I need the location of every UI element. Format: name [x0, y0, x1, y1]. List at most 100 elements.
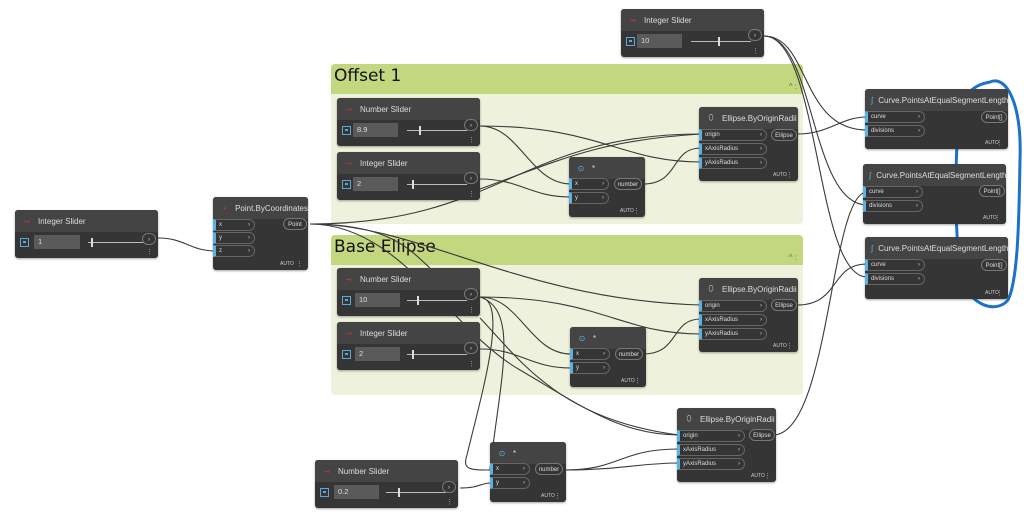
more-icon[interactable]: ⋮	[634, 378, 641, 385]
slider-thumb[interactable]	[419, 126, 421, 135]
more-icon[interactable]: ⋮	[752, 48, 759, 55]
node-header[interactable]: ⊙*	[490, 442, 566, 464]
input-port-divisions[interactable]: divisions›	[863, 200, 923, 212]
output-port-point[interactable]: Point	[283, 218, 307, 230]
output-port-ellipse[interactable]: Ellipse	[771, 299, 797, 311]
number-slider-node[interactable]: ⊸Number Slider 10 › ⋮	[337, 268, 480, 316]
slider-value-input[interactable]: 2	[353, 177, 398, 191]
expand-toggle-icon[interactable]	[342, 350, 351, 359]
group-header[interactable]: Base Ellipse ^ :	[331, 235, 803, 265]
multiply-node[interactable]: ⊙* x› y› number AUTO ⋮	[570, 327, 646, 387]
collapse-icon[interactable]: ^ :	[788, 82, 797, 91]
lacing-label[interactable]: AUTO	[620, 208, 634, 214]
node-header[interactable]: ∫Curve.PointsAtEqualSegmentLength	[865, 89, 1009, 111]
more-icon[interactable]: ⋮	[996, 290, 1003, 297]
input-port-origin[interactable]: origin›	[699, 129, 767, 141]
output-port-points[interactable]: Point[]	[979, 185, 1005, 197]
ellipse-by-origin-radii-node[interactable]: ⬯Ellipse.ByOriginRadii origin› xAxisRadi…	[677, 408, 776, 482]
slider-thumb[interactable]	[398, 488, 400, 497]
input-port-x[interactable]: x›	[570, 348, 610, 360]
input-port-yaxisradius[interactable]: yAxisRadius›	[699, 328, 767, 340]
expand-toggle-icon[interactable]	[342, 296, 351, 305]
expand-toggle-icon[interactable]	[20, 238, 29, 247]
node-header[interactable]: ⊸Integer Slider	[621, 9, 764, 31]
node-header[interactable]: ⊸Number Slider	[337, 268, 480, 290]
curve-points-at-equal-segment-length-node[interactable]: ∫Curve.PointsAtEqualSegmentLength curve›…	[865, 237, 1009, 299]
expand-toggle-icon[interactable]	[342, 180, 351, 189]
point-by-coordinates-node[interactable]: •Point.ByCoordinates x› y› z› Point AUTO…	[213, 197, 308, 270]
slider-track[interactable]	[386, 492, 446, 493]
node-header[interactable]: •Point.ByCoordinates	[213, 197, 308, 219]
more-icon[interactable]: ⋮	[786, 343, 793, 350]
more-icon[interactable]: ⋮	[996, 140, 1003, 147]
collapse-icon[interactable]: ^ :	[788, 253, 797, 262]
number-slider-node[interactable]: ⊸Number Slider 8.9 › ⋮	[337, 98, 480, 146]
node-header[interactable]: ⬯Ellipse.ByOriginRadii	[677, 408, 776, 430]
output-port-ellipse[interactable]: Ellipse	[749, 429, 775, 441]
input-port-y[interactable]: y›	[490, 477, 530, 489]
input-port-xaxisradius[interactable]: xAxisRadius›	[699, 314, 767, 326]
node-header[interactable]: ⊸Integer Slider	[15, 210, 158, 232]
input-port-xaxisradius[interactable]: xAxisRadius›	[677, 444, 745, 456]
lacing-label[interactable]: AUTO	[621, 378, 635, 384]
slider-thumb[interactable]	[412, 180, 414, 189]
integer-slider-node[interactable]: ⊸Integer Slider 2 › ⋮	[337, 152, 480, 200]
slider-track[interactable]	[691, 41, 751, 42]
slider-value-input[interactable]: 2	[355, 347, 400, 361]
slider-track[interactable]	[407, 184, 467, 185]
more-icon[interactable]: ⋮	[468, 361, 475, 368]
more-icon[interactable]: ⋮	[468, 191, 475, 198]
more-icon[interactable]: ⋮	[446, 499, 453, 506]
input-port-x[interactable]: x›	[213, 219, 255, 231]
slider-thumb[interactable]	[412, 350, 414, 359]
output-port-points[interactable]: Point[]	[981, 259, 1007, 271]
curve-points-at-equal-segment-length-node[interactable]: ∫Curve.PointsAtEqualSegmentLength curve›…	[865, 89, 1009, 149]
integer-slider-node[interactable]: ⊸Integer Slider 2 › ⋮	[337, 322, 480, 370]
slider-value-input[interactable]: 10	[637, 34, 682, 48]
input-port-curve[interactable]: curve›	[865, 259, 925, 271]
more-icon[interactable]: ⋮	[764, 473, 771, 480]
output-port[interactable]: ›	[748, 29, 762, 41]
more-icon[interactable]: ⋮	[633, 208, 640, 215]
slider-track[interactable]	[407, 130, 467, 131]
input-port-y[interactable]: y›	[570, 362, 610, 374]
input-port-curve[interactable]: curve›	[863, 186, 923, 198]
input-port-xaxisradius[interactable]: xAxisRadius›	[699, 143, 767, 155]
input-port-y[interactable]: y›	[213, 232, 255, 244]
node-header[interactable]: ⊙*	[569, 157, 645, 179]
ellipse-by-origin-radii-node[interactable]: ⬯Ellipse.ByOriginRadii origin› xAxisRadi…	[699, 278, 798, 352]
expand-toggle-icon[interactable]	[320, 488, 329, 497]
lacing-label[interactable]: AUTO	[985, 290, 999, 296]
input-port-origin[interactable]: origin›	[677, 430, 745, 442]
expand-toggle-icon[interactable]	[626, 37, 635, 46]
output-port[interactable]: ›	[464, 288, 478, 300]
output-port[interactable]: ›	[464, 342, 478, 354]
slider-value-input[interactable]: 10	[355, 293, 400, 307]
number-slider-node[interactable]: ⊸Number Slider 0.2 › ⋮	[315, 460, 458, 508]
node-header[interactable]: ∫Curve.PointsAtEqualSegmentLength	[863, 164, 1007, 186]
more-icon[interactable]: ⋮	[468, 307, 475, 314]
more-icon[interactable]: ⋮	[296, 261, 303, 268]
output-port[interactable]: ›	[142, 233, 156, 245]
input-port-divisions[interactable]: divisions›	[865, 273, 925, 285]
more-icon[interactable]: ⋮	[468, 137, 475, 144]
slider-track[interactable]	[407, 300, 467, 301]
output-port-number[interactable]: number	[615, 348, 643, 360]
multiply-node[interactable]: ⊙* x› y› number AUTO ⋮	[490, 442, 566, 502]
slider-value-input[interactable]: 8.9	[353, 123, 398, 137]
output-port-number[interactable]: number	[614, 178, 642, 190]
more-icon[interactable]: ⋮	[786, 172, 793, 179]
input-port-z[interactable]: z›	[213, 245, 255, 257]
node-header[interactable]: ⊸Integer Slider	[337, 322, 480, 344]
lacing-label[interactable]: AUTO	[541, 493, 555, 499]
multiply-node[interactable]: ⊙* x› y› number AUTO ⋮	[569, 157, 645, 217]
slider-value-input[interactable]: 1	[34, 235, 80, 249]
slider-thumb[interactable]	[417, 296, 419, 305]
node-header[interactable]: ⊸Number Slider	[337, 98, 480, 120]
lacing-label[interactable]: AUTO	[985, 140, 999, 146]
input-port-divisions[interactable]: divisions›	[865, 125, 925, 137]
node-header[interactable]: ⊸Integer Slider	[337, 152, 480, 174]
lacing-label[interactable]: AUTO	[773, 172, 787, 178]
output-port-ellipse[interactable]: Ellipse	[771, 129, 797, 141]
